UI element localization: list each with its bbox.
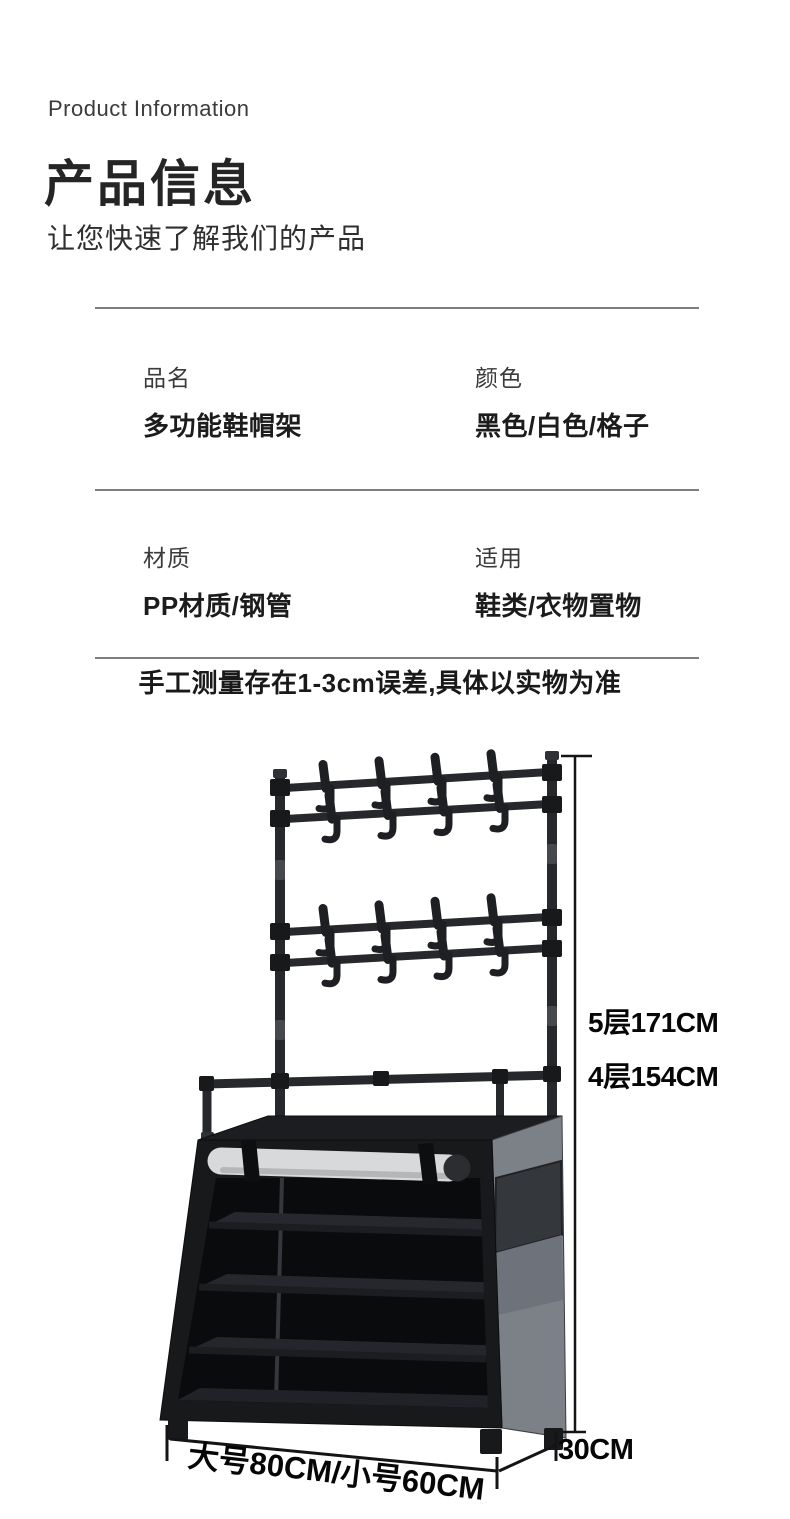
eyebrow-text: Product Information bbox=[48, 96, 250, 121]
dim-label-height-5tier: 5层171CM bbox=[588, 1007, 718, 1038]
spec-value: PP材质/钢管 bbox=[143, 591, 293, 621]
divider-bottom bbox=[95, 657, 699, 659]
cabinet-feet bbox=[168, 1417, 563, 1454]
spec-label: 适用 bbox=[475, 545, 523, 571]
spec-value: 黑色/白色/格子 bbox=[475, 411, 650, 441]
spec-label: 颜色 bbox=[475, 365, 523, 391]
spec-value: 鞋类/衣物置物 bbox=[475, 591, 642, 621]
dim-label-height-4tier: 4层154CM bbox=[588, 1061, 718, 1092]
divider-middle bbox=[95, 489, 699, 491]
spec-value: 多功能鞋帽架 bbox=[143, 411, 303, 441]
side-pocket-body bbox=[494, 1235, 563, 1316]
cover-end-cap bbox=[443, 1154, 471, 1182]
rolled-cover bbox=[207, 1147, 463, 1182]
cover-strap bbox=[418, 1143, 438, 1185]
spec-label: 材质 bbox=[143, 545, 191, 571]
dim-label-width: 大号80CM/小号60CM bbox=[186, 1438, 486, 1507]
spec-usage: 适用 鞋类/衣物置物 bbox=[475, 539, 642, 623]
spec-product-name: 品名 多功能鞋帽架 bbox=[143, 359, 302, 443]
page-subtitle: 让您快速了解我们的产品 bbox=[47, 223, 367, 254]
spec-label: 品名 bbox=[143, 365, 191, 391]
pipe-fittings bbox=[199, 751, 562, 1140]
shoe-cabinet bbox=[159, 1115, 567, 1454]
measurement-disclaimer: 手工测量存在1-3cm误差,具体以实物为准 bbox=[138, 668, 622, 698]
page-title: 产品信息 bbox=[44, 156, 256, 212]
product-diagram: 5层171CM 4层154CM 大号80CM/小号60CM 30CM bbox=[159, 720, 719, 1507]
spec-material: 材质 PP材质/钢管 bbox=[143, 539, 292, 623]
dim-label-depth: 30CM bbox=[558, 1434, 633, 1466]
cabinet-shelves bbox=[178, 1178, 488, 1408]
divider-top bbox=[95, 307, 699, 309]
cover-strap bbox=[241, 1140, 260, 1182]
dimension-lines bbox=[165, 754, 592, 1489]
spec-color: 颜色 黑色/白色/格子 bbox=[475, 359, 649, 443]
